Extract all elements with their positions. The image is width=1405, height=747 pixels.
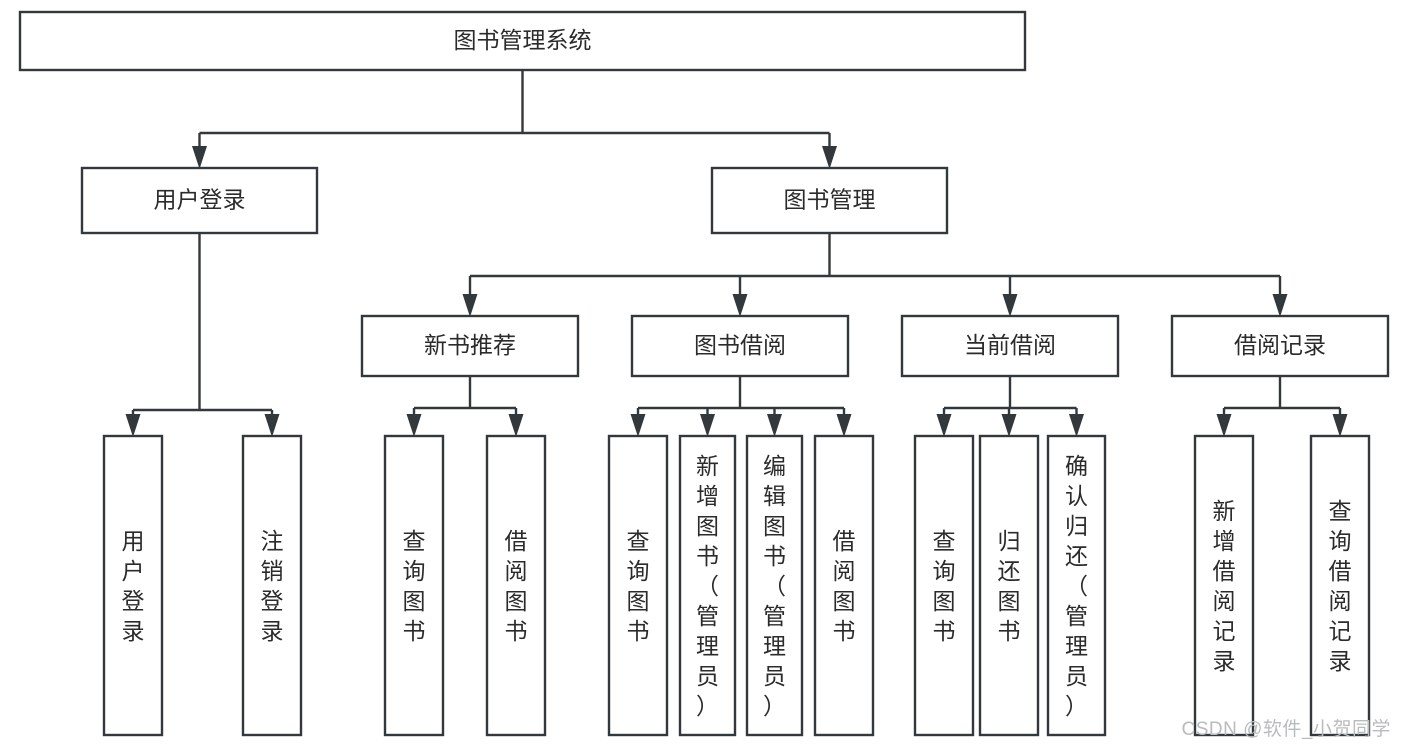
- node-box: [978, 434, 1040, 737]
- node-box: [102, 434, 164, 737]
- node-label: 编辑图书（管理员）: [763, 453, 786, 719]
- watermark-text: CSDN @软件_小贺同学: [1181, 719, 1391, 740]
- arrow-head-icon: [822, 146, 837, 169]
- node-box: [630, 314, 850, 378]
- node-box: [383, 434, 445, 737]
- arrow-head-icon: [700, 414, 715, 437]
- node-label: 新书推荐: [424, 332, 516, 358]
- bracket-glyph: （: [696, 573, 719, 599]
- arrow-head-icon: [767, 414, 782, 437]
- node-leaf-add-book[interactable]: 新增图书（管理员）: [678, 434, 737, 737]
- node-label: 借阅图书: [833, 528, 856, 644]
- bracket-glyph: （: [1065, 573, 1088, 599]
- node-box: [80, 166, 319, 235]
- node-leaf-query-book-1[interactable]: 查询图书: [383, 434, 445, 737]
- node-label: 查询图书: [627, 528, 650, 644]
- node-leaf-query-book-3[interactable]: 查询图书: [913, 434, 975, 737]
- arrow-head-icon: [264, 414, 280, 437]
- arrow-head-icon: [406, 414, 422, 437]
- arrow-head-icon: [1069, 414, 1084, 437]
- node-box: [678, 434, 737, 737]
- node-book-manage[interactable]: 图书管理: [710, 166, 949, 235]
- arrow-head-icon: [1001, 414, 1017, 437]
- node-box: [1170, 314, 1390, 378]
- node-box: [1046, 434, 1107, 737]
- arrow-head-icon: [1002, 294, 1018, 317]
- node-user-login[interactable]: 用户登录: [80, 166, 319, 235]
- node-label: 查询图书: [403, 528, 426, 644]
- arrow-head-icon: [936, 414, 952, 437]
- node-box: [18, 10, 1027, 72]
- arrow-head-icon: [1272, 294, 1288, 317]
- node-leaf-borrow-book-1[interactable]: 借阅图书: [485, 434, 547, 737]
- node-root[interactable]: 图书管理系统: [18, 10, 1027, 72]
- node-box: [485, 434, 547, 737]
- arrow-head-icon: [836, 414, 852, 437]
- node-box: [710, 166, 949, 235]
- arrow-head-icon: [192, 146, 207, 169]
- node-label: 用户登录: [122, 528, 145, 644]
- node-leaf-confirm-return[interactable]: 确认归还（管理员）: [1046, 434, 1107, 737]
- bracket-glyph: ）: [1065, 693, 1088, 719]
- bracket-glyph: （: [763, 573, 786, 599]
- node-label: 图书管理: [784, 187, 876, 213]
- node-label: 借阅记录: [1234, 332, 1326, 358]
- arrow-head-icon: [732, 294, 748, 317]
- node-leaf-return-book[interactable]: 归还图书: [978, 434, 1040, 737]
- node-box: [900, 314, 1120, 378]
- arrow-head-icon: [1332, 414, 1348, 437]
- bracket-glyph: ）: [763, 693, 786, 719]
- node-book-borrow[interactable]: 图书借阅: [630, 314, 850, 378]
- node-leaf-logout[interactable]: 注销登录: [241, 434, 303, 737]
- node-leaf-edit-book[interactable]: 编辑图书（管理员）: [745, 434, 804, 737]
- nodes-layer: 图书管理系统用户登录图书管理新书推荐图书借阅当前借阅借阅记录用户登录注销登录查询…: [18, 10, 1390, 737]
- node-label: 归还图书: [998, 528, 1021, 644]
- arrow-head-icon: [508, 414, 524, 437]
- node-new-book-rec[interactable]: 新书推荐: [360, 314, 580, 378]
- node-borrow-record[interactable]: 借阅记录: [1170, 314, 1390, 378]
- arrow-head-icon: [630, 414, 646, 437]
- node-leaf-add-record[interactable]: 新增借阅记录: [1193, 434, 1255, 737]
- node-current-borrow[interactable]: 当前借阅: [900, 314, 1120, 378]
- node-leaf-borrow-book-2[interactable]: 借阅图书: [813, 434, 875, 737]
- arrow-head-icon: [1216, 414, 1232, 437]
- node-box: [1193, 434, 1255, 737]
- node-box: [607, 434, 669, 737]
- bracket-glyph: ）: [696, 693, 719, 719]
- node-label: 借阅图书: [505, 528, 528, 644]
- node-box: [1309, 434, 1371, 737]
- node-box: [360, 314, 580, 378]
- node-label: 用户登录: [154, 187, 246, 213]
- node-label: 新增图书（管理员）: [696, 453, 719, 719]
- node-label: 查询图书: [933, 528, 956, 644]
- node-label: 图书管理系统: [454, 27, 592, 53]
- node-label: 图书借阅: [694, 332, 786, 358]
- node-box: [241, 434, 303, 737]
- node-label: 注销登录: [261, 528, 284, 644]
- node-box: [913, 434, 975, 737]
- edges-layer: [125, 70, 1348, 437]
- arrow-head-icon: [462, 294, 478, 317]
- arrow-head-icon: [125, 414, 141, 437]
- node-label: 新增借阅记录: [1213, 498, 1236, 674]
- node-label: 确认归还（管理员）: [1065, 453, 1088, 719]
- node-leaf-query-book-2[interactable]: 查询图书: [607, 434, 669, 737]
- node-label: 当前借阅: [964, 332, 1056, 358]
- node-leaf-user-login[interactable]: 用户登录: [102, 434, 164, 737]
- node-box: [813, 434, 875, 737]
- node-box: [745, 434, 804, 737]
- node-label: 查询借阅记录: [1329, 498, 1352, 674]
- node-leaf-query-record[interactable]: 查询借阅记录: [1309, 434, 1371, 737]
